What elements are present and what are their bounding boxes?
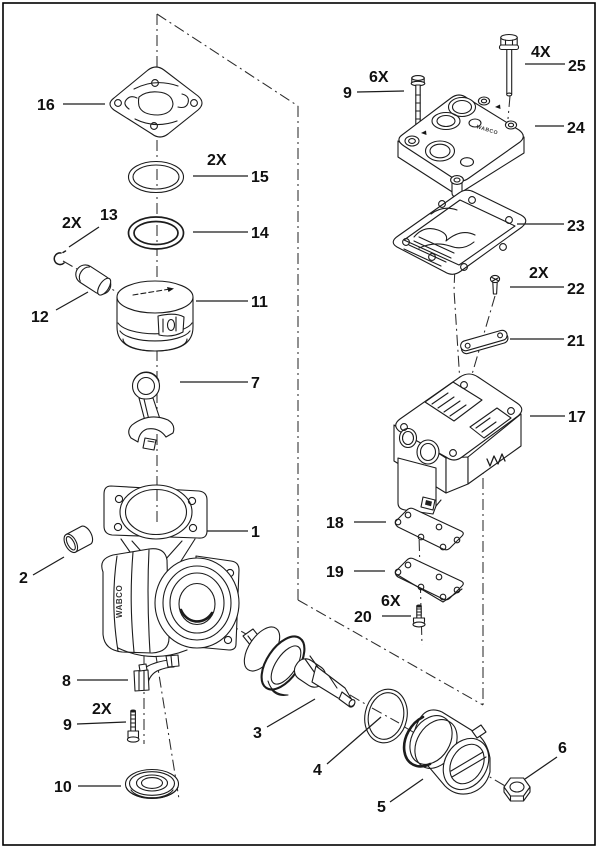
callout-labels: 16 2X 15 13 2X 14 12 11 7 1 2 8 2X 9 10 … (19, 44, 586, 816)
callout-14-label: 14 (251, 225, 269, 242)
part-10-seal-ring (124, 768, 180, 800)
part-18-gasket (394, 507, 464, 551)
leader-3 (266, 698, 316, 728)
part-20-screw (412, 604, 426, 628)
part-11-piston (116, 280, 194, 352)
part-17-valve-block (393, 373, 523, 515)
leader-2 (32, 556, 65, 576)
part-13-retaining-clip (53, 250, 67, 266)
callout-10-label: 10 (54, 779, 72, 796)
part-14-piston-ring (127, 216, 185, 250)
callout-21-label: 21 (567, 333, 585, 350)
callout-6-label: 6 (558, 740, 567, 757)
callout-2-label: 2 (19, 570, 28, 587)
callout-18-label: 18 (326, 515, 344, 532)
part-7-connecting-rod (128, 371, 175, 451)
part-3-crankshaft (242, 626, 356, 708)
callout-24-label: 24 (567, 120, 585, 137)
callout-15-label: 15 (251, 169, 269, 186)
callout-4-label: 4 (313, 762, 322, 779)
part-8-bearing-cap (133, 654, 180, 692)
callout-3-label: 3 (253, 725, 262, 742)
part-12-piston-pin (75, 264, 112, 296)
part-16-gasket (109, 66, 203, 138)
callout-22-label: 22 (567, 281, 585, 298)
callout-7-label: 7 (251, 375, 260, 392)
callout-20-qty-label: 6X (381, 593, 401, 610)
part-21-reed-valve (460, 329, 509, 355)
part-25-bolt (498, 33, 520, 97)
callout-11-label: 11 (251, 294, 268, 311)
callout-12-label: 12 (31, 309, 49, 326)
leader-9-right (356, 90, 405, 93)
leader-5 (389, 778, 424, 803)
part-1-crankcase: WABCO (101, 484, 240, 658)
part-2-bushing (63, 525, 94, 554)
leader-13 (68, 226, 100, 248)
axis-through-o-ring (371, 707, 400, 724)
callout-25-label: 25 (568, 58, 586, 75)
callout-17-label: 17 (568, 409, 586, 426)
leader-12 (55, 291, 89, 311)
brand-text-part-1: WABCO (115, 585, 124, 618)
leader-9-left (76, 721, 127, 725)
callout-9-left-label: 9 (63, 717, 72, 734)
callout-25-qty-label: 4X (531, 44, 551, 61)
leader-6 (524, 756, 558, 780)
callout-15-qty-label: 2X (207, 152, 227, 169)
callout-22-qty-label: 2X (529, 265, 549, 282)
part-22-screw (489, 274, 501, 295)
part-6-nut (503, 777, 531, 802)
part-9-bolt-left (126, 709, 140, 743)
part-23-head-gasket (392, 189, 527, 275)
callout-8-label: 8 (62, 673, 71, 690)
part-24-cylinder-head: WABCO (397, 94, 525, 198)
callout-1-label: 1 (251, 524, 260, 541)
leader-4 (326, 716, 382, 765)
callout-9-right-qty-label: 6X (369, 69, 389, 86)
part-5-end-cover (402, 709, 491, 795)
callout-23-label: 23 (567, 218, 585, 235)
part-15-piston-ring (127, 160, 185, 194)
callout-20-label: 20 (354, 609, 372, 626)
callout-16-label: 16 (37, 97, 55, 114)
callout-19-label: 19 (326, 564, 344, 581)
callout-13-label: 13 (100, 207, 118, 224)
leader-lines (32, 63, 565, 803)
part-19-gasket (394, 557, 464, 603)
callout-5-label: 5 (377, 799, 386, 816)
callout-9-left-qty-label: 2X (92, 701, 112, 718)
callout-13-qty-label: 2X (62, 215, 82, 232)
callout-9-right-label: 9 (343, 85, 352, 102)
